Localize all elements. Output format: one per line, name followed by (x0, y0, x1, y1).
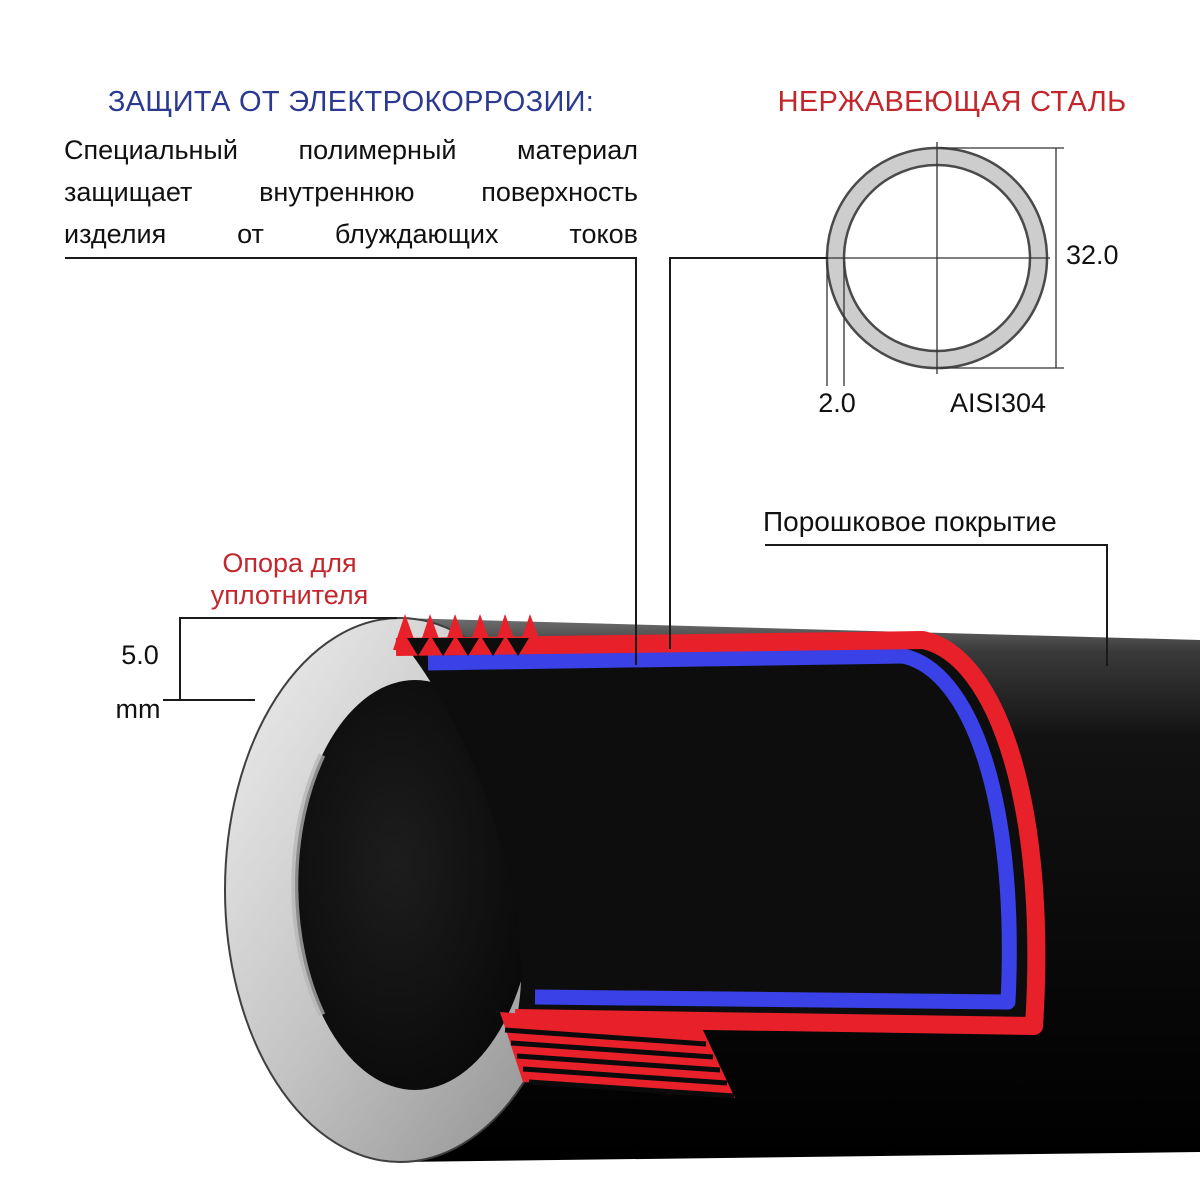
leader-line-steel (669, 257, 828, 649)
leader-line-powder-coating (765, 544, 1108, 666)
pipe-bore (295, 680, 535, 1090)
seal-support-dimension-unit: mm (115, 694, 161, 724)
steel-layer (395, 631, 1046, 1035)
leader-line-polymer (65, 257, 637, 665)
stainless-steel-heading: НЕРЖАВЕЮЩАЯ СТАЛЬ (777, 86, 1127, 118)
steel-cross-section-diagram (824, 142, 1064, 386)
seal-support-dimension-value: 5.0 (121, 640, 159, 670)
seal-support-label-line-2: уплотнителя (210, 580, 369, 610)
outer-diameter-value: 32.0 (1066, 240, 1119, 270)
seal-support-label-line-1: Опора для (222, 548, 357, 578)
bore-highlight (291, 753, 326, 1017)
cutaway-opening (402, 642, 1032, 1022)
polymer-layer (427, 648, 1017, 1010)
wall-thickness-dimension (826, 262, 845, 386)
steel-grade-label: AISI304 (950, 388, 1047, 418)
outer-diameter-dimension (940, 147, 1064, 369)
powder-coating-label: Порошковое покрытие (763, 506, 1057, 537)
bottom-serrations (500, 1012, 735, 1099)
wall-thickness-value: 2.0 (818, 388, 856, 418)
electrocorrosion-text-line-2: защищает внутреннюю поверхность (64, 177, 638, 207)
electrocorrosion-text-line-3: изделия от блуждающих токов (64, 219, 638, 249)
top-serrations (393, 614, 543, 656)
electrocorrosion-heading: ЗАЩИТА ОТ ЭЛЕКТРОКОРРОЗИИ: (107, 86, 595, 118)
leader-lines (65, 257, 1108, 701)
seal-support-dimension-line (179, 617, 397, 700)
electrocorrosion-text-line-1: Специальный полимерный материал (64, 135, 638, 165)
